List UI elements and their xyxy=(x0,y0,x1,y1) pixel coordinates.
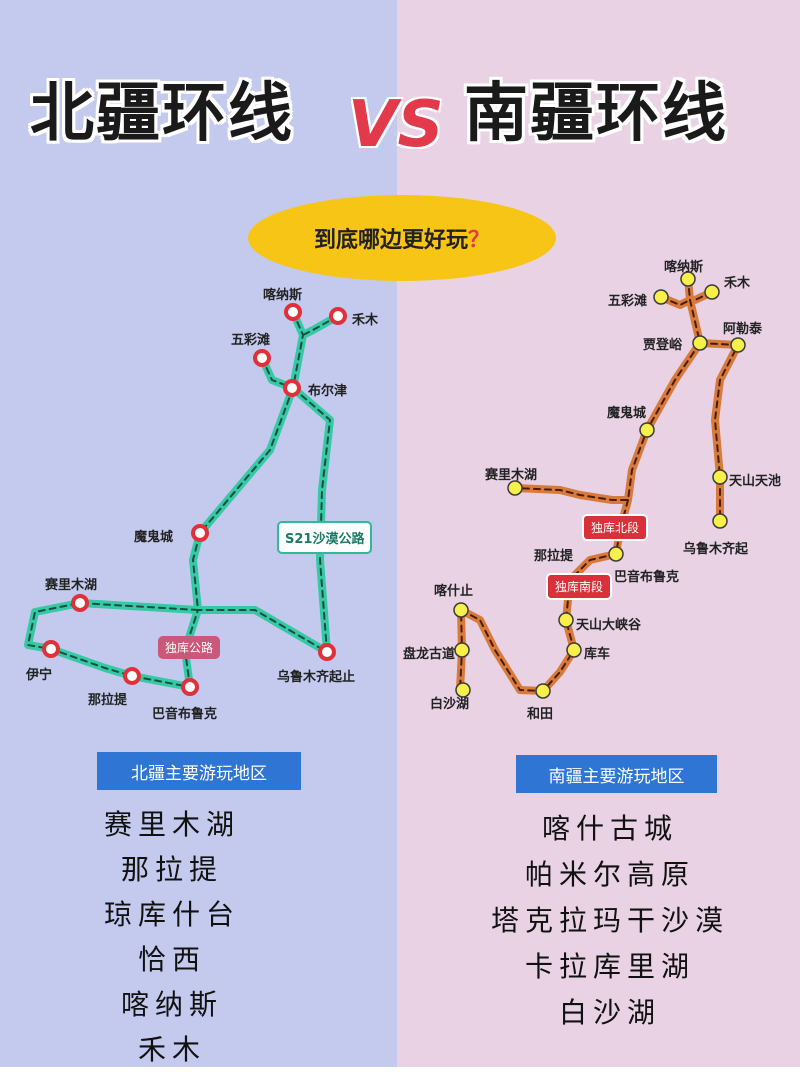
list-item: 卡拉库里湖 xyxy=(524,950,695,983)
list-item: 白沙湖 xyxy=(558,996,661,1029)
south-stop-markers xyxy=(453,271,746,699)
north-stop-label: 魔鬼城 xyxy=(134,530,174,545)
north-stop-label: 伊宁 xyxy=(26,668,53,683)
south-stop-label: 喀纳斯 xyxy=(664,260,704,275)
stop-marker xyxy=(283,379,301,397)
stop-marker xyxy=(284,303,302,321)
question-mark: ？ xyxy=(468,228,491,253)
stop-marker xyxy=(191,524,209,542)
south-stop-label: 天山大峡谷 xyxy=(576,618,642,633)
stop-marker xyxy=(558,612,574,628)
south-stop-label: 巴音布鲁克 xyxy=(614,570,680,585)
stop-marker xyxy=(318,643,336,661)
question-bubble: 到底哪边更好玩 ？ xyxy=(248,195,556,281)
list-item: 禾木 xyxy=(137,1033,206,1066)
north-stop-markers xyxy=(42,303,347,696)
stop-marker xyxy=(704,284,720,300)
stop-marker xyxy=(455,682,471,698)
stop-marker xyxy=(680,271,696,287)
south-road-label: 独库南段 xyxy=(546,573,613,600)
stop-marker xyxy=(329,307,347,325)
south-stop-label: 禾木 xyxy=(724,276,751,291)
stop-marker xyxy=(535,683,551,699)
south-title: 南疆环线 xyxy=(464,77,728,151)
stop-marker xyxy=(454,642,470,658)
list-item: 那拉提 xyxy=(120,853,223,886)
north-stop-label: 乌鲁木齐起止 xyxy=(277,670,356,685)
route-maps xyxy=(24,271,746,699)
north-stop-label: 喀纳斯 xyxy=(263,288,303,303)
south-stop-label: 库车 xyxy=(584,647,611,662)
south-stop-label: 白沙湖 xyxy=(430,697,470,712)
south-stop-label: 贾登峪 xyxy=(643,338,683,353)
north-highlights-list: 赛里木湖 那拉提 琼库什台 恰西 喀纳斯 禾木 xyxy=(12,802,332,1072)
stop-marker xyxy=(566,642,582,658)
north-stop-label: 赛里木湖 xyxy=(45,578,98,593)
stop-marker xyxy=(123,667,141,685)
vs-label: VS xyxy=(348,88,444,162)
stop-marker xyxy=(692,335,708,351)
north-list-heading: 北疆主要游玩地区 xyxy=(97,752,301,790)
south-stop-label: 魔鬼城 xyxy=(607,406,647,421)
north-route xyxy=(24,308,342,691)
south-route xyxy=(456,274,742,695)
list-item: 帕米尔高原 xyxy=(524,858,695,891)
south-stop-label: 盘龙古道 xyxy=(403,647,456,662)
north-road-label: S21沙漠公路 xyxy=(277,521,373,554)
south-stop-label: 五彩滩 xyxy=(608,294,648,309)
list-item: 塔克拉玛干沙漠 xyxy=(490,904,729,937)
stop-marker xyxy=(253,349,271,367)
south-stop-label: 和田 xyxy=(527,707,554,722)
north-road-label: 独库公路 xyxy=(158,636,221,659)
stop-marker xyxy=(507,480,523,496)
stop-marker xyxy=(453,602,469,618)
stop-marker xyxy=(639,422,655,438)
stop-marker xyxy=(42,640,60,658)
south-stop-label: 那拉提 xyxy=(534,549,574,564)
south-list-heading: 南疆主要游玩地区 xyxy=(516,755,717,793)
north-stop-label: 那拉提 xyxy=(88,693,128,708)
list-item: 赛里木湖 xyxy=(103,808,240,841)
stop-marker xyxy=(71,594,89,612)
south-road-label: 独库北段 xyxy=(582,514,649,541)
list-item: 琼库什台 xyxy=(103,898,240,931)
list-item: 喀什古城 xyxy=(541,812,678,845)
south-stop-label: 喀什止 xyxy=(434,584,474,599)
south-stop-label: 乌鲁木齐起 xyxy=(683,542,749,557)
north-stop-label: 禾木 xyxy=(352,313,379,328)
stop-marker xyxy=(712,513,728,529)
south-stop-label: 阿勒泰 xyxy=(723,322,763,337)
list-item: 喀纳斯 xyxy=(120,988,223,1021)
stop-marker xyxy=(181,678,199,696)
stop-marker xyxy=(730,337,746,353)
south-stop-label: 天山天池 xyxy=(729,474,782,489)
north-stop-label: 巴音布鲁克 xyxy=(152,707,218,722)
south-stop-label: 赛里木湖 xyxy=(485,468,538,483)
south-highlights-list: 喀什古城 帕米尔高原 塔克拉玛干沙漠 卡拉库里湖 白沙湖 xyxy=(460,806,760,1036)
stop-marker xyxy=(653,289,669,305)
list-item: 恰西 xyxy=(137,943,206,976)
north-title: 北疆环线 xyxy=(30,77,294,151)
stop-marker xyxy=(712,469,728,485)
north-stop-label: 布尔津 xyxy=(308,384,348,399)
north-stop-label: 五彩滩 xyxy=(231,333,271,348)
stop-marker xyxy=(608,546,624,562)
question-text: 到底哪边更好玩 xyxy=(313,228,468,253)
